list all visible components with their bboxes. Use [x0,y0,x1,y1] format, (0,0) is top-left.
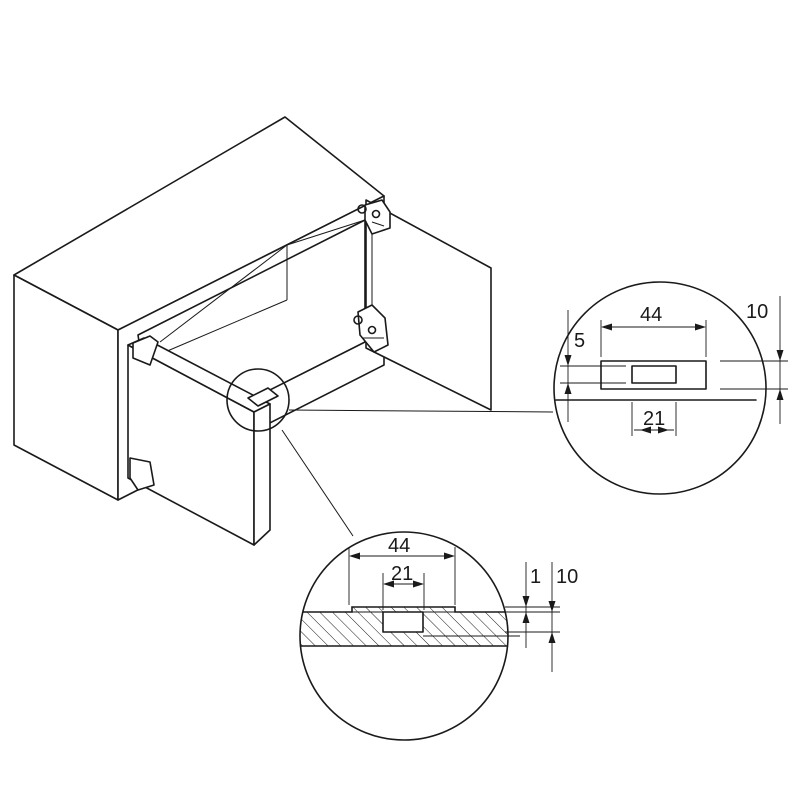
top-height-label: 5 [574,330,585,352]
detail-callouts [226,368,554,537]
top-detail: 44 21 5 10 [553,281,788,495]
bottom-inner-width-label: 21 [391,563,413,585]
cabinet-interior-right [286,219,366,246]
upper-hinge [357,199,391,235]
top-depth-label: 10 [746,301,768,323]
cabinet [13,116,492,546]
catch-housing [247,387,279,407]
top-detail-circle [553,281,767,495]
leader-to-top-detail [288,409,554,413]
front-flap-side-edge [253,403,271,546]
cabinet-interior-floor [164,299,288,353]
left-hinge-top [132,335,159,366]
top-detail-plate [600,360,707,390]
left-hinge-bottom [129,457,155,491]
top-detail-magnet [631,365,677,384]
bottom-depth-label: 10 [556,566,578,588]
right-door [365,199,492,411]
bottom-detail: 44 21 1 10 [299,531,578,741]
leader-to-bottom-detail [281,429,354,537]
lower-hinge [353,304,389,353]
top-inner-width-label: 21 [643,408,665,430]
bottom-recess-label: 1 [530,566,541,588]
callout-circle [226,368,290,432]
top-width-label: 44 [640,304,662,326]
bottom-width-label: 44 [388,535,410,557]
bottom-detail-magnet [382,611,424,633]
